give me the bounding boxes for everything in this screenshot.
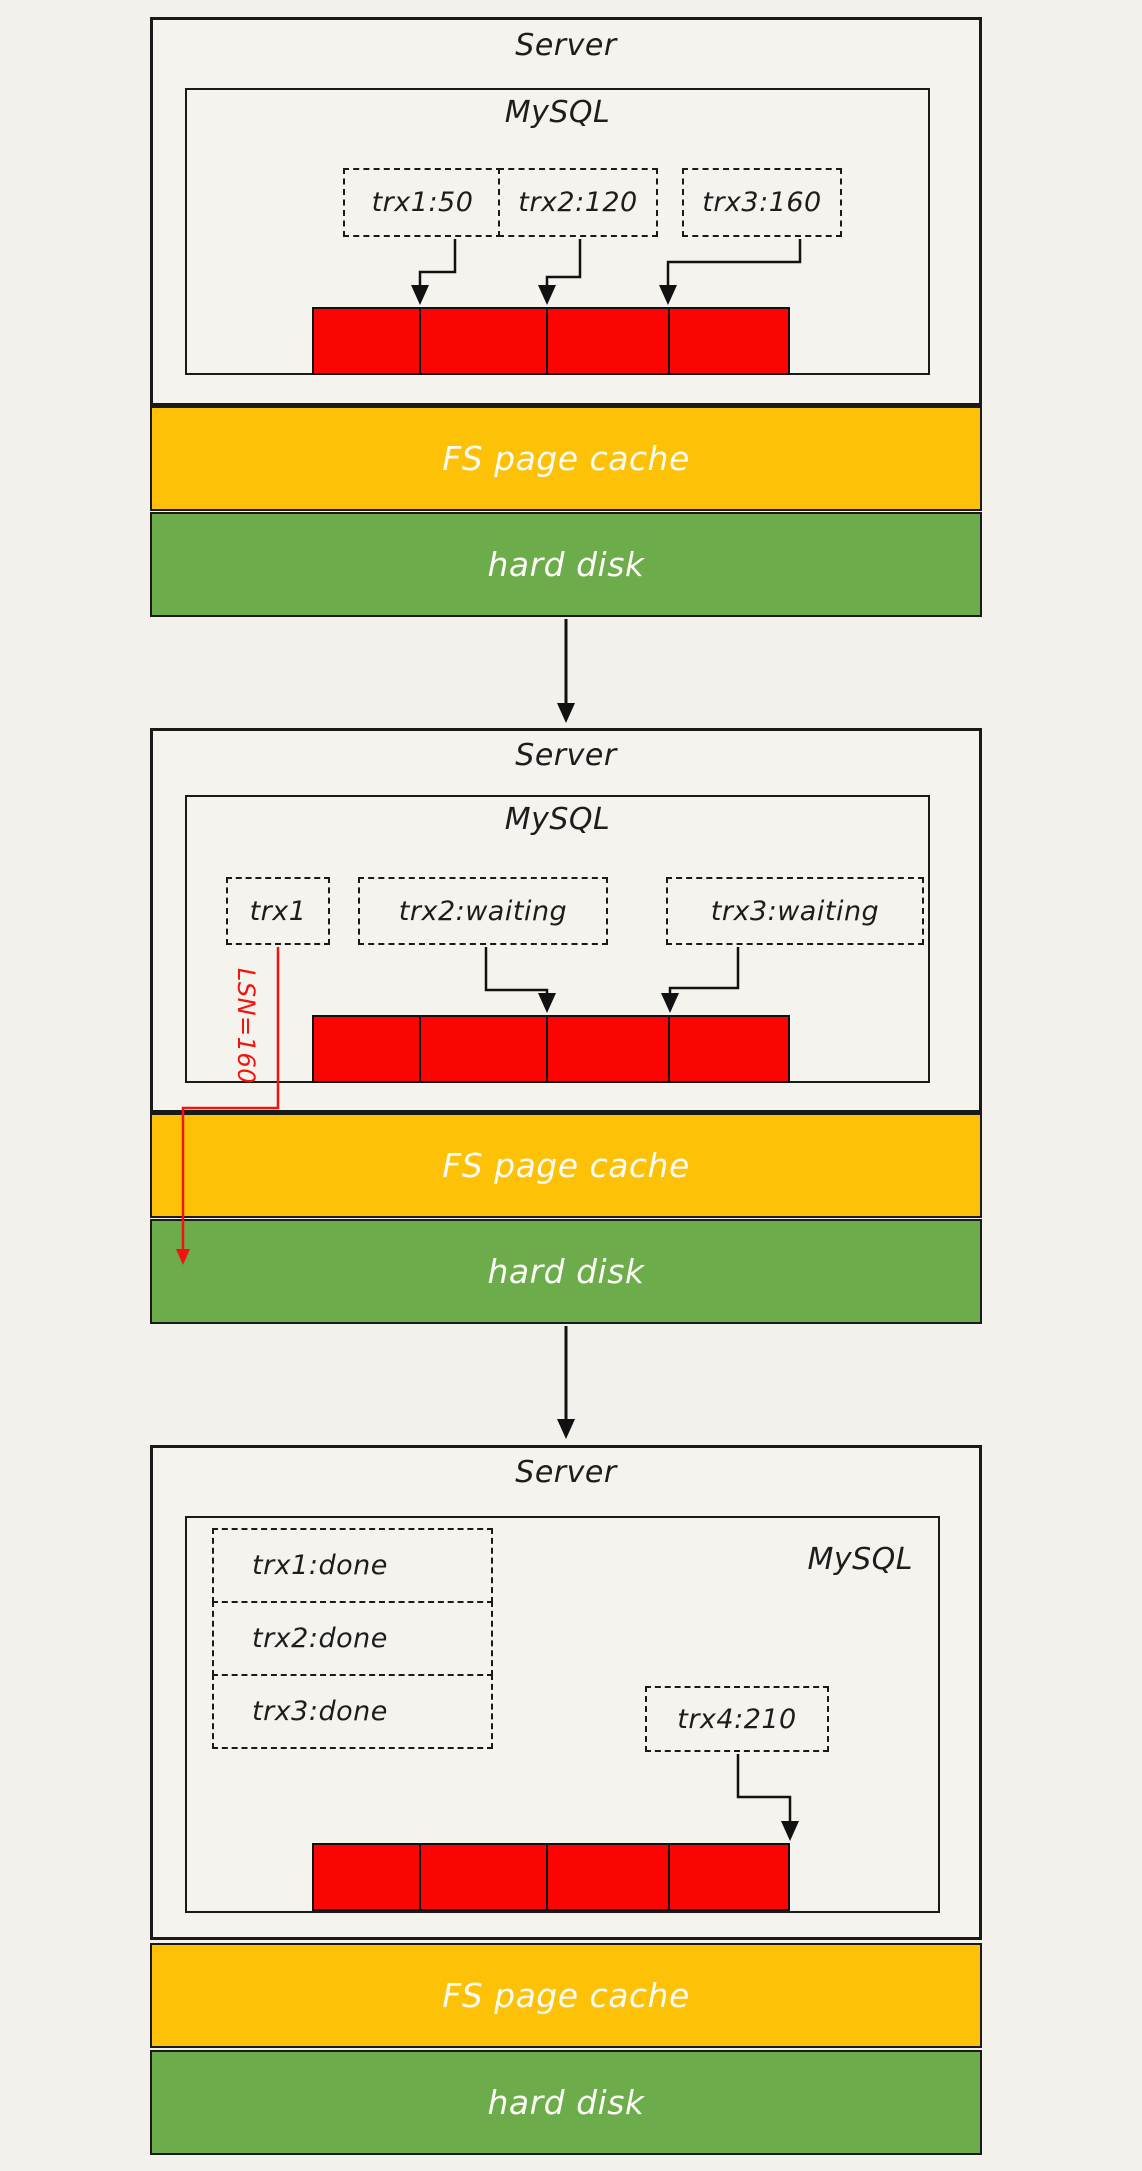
panel3-server-label: Server (515, 1455, 617, 1490)
panel2-trx2-label: trx2:waiting (398, 895, 568, 927)
panel2-mysql-label: MySQL (504, 802, 611, 837)
panel3-trx1-box: trx1:done (212, 1528, 493, 1603)
panel3-trx4-box: trx4:210 (645, 1686, 829, 1752)
panel3-trx4-label: trx4:210 (677, 1703, 797, 1735)
panel1-fs-page-cache-label: FS page cache (442, 439, 690, 478)
panel3-hard-disk-label: hard disk (487, 2083, 645, 2122)
panel3-log-buffer (312, 1843, 790, 1911)
panel1-mysql-label: MySQL (504, 95, 611, 130)
log-buffer-segment (421, 1017, 548, 1081)
panel1-trx2-label: trx2:120 (518, 187, 638, 218)
log-buffer-segment (548, 309, 670, 373)
panel3-trx2-box: trx2:done (212, 1601, 493, 1676)
panel3-mysql-label: MySQL (807, 1542, 913, 1577)
panel2-log-buffer (312, 1015, 790, 1083)
panel2-fs-page-cache-label: FS page cache (442, 1146, 690, 1185)
log-buffer-segment (670, 1017, 787, 1081)
panel2-hard-disk-band: hard disk (150, 1219, 982, 1324)
panel2-trx1-label: trx1 (249, 895, 307, 927)
log-buffer-segment (548, 1017, 670, 1081)
log-buffer-segment (314, 309, 421, 373)
panel3-trx1-label: trx1:done (252, 1550, 388, 1581)
panel2-trx3-label: trx3:waiting (710, 895, 880, 927)
panel2-server-label: Server (515, 738, 617, 773)
panel2-trx2-box: trx2:waiting (358, 877, 608, 945)
log-buffer-segment (670, 1845, 787, 1909)
panel2-trx3-box: trx3:waiting (666, 877, 924, 945)
panel1-trx1-box: trx1:50 (343, 168, 502, 237)
panel3-trx3-label: trx3:done (252, 1696, 388, 1727)
panel3-trx2-label: trx2:done (252, 1623, 388, 1654)
panel1-hard-disk-label: hard disk (487, 545, 645, 584)
panel1-hard-disk-band: hard disk (150, 512, 982, 617)
panel1-trx3-label: trx3:160 (702, 187, 822, 218)
log-buffer-segment (314, 1845, 421, 1909)
panel3-fs-page-cache-label: FS page cache (442, 1976, 690, 2015)
log-buffer-segment (421, 1845, 548, 1909)
panel2-trx1-box: trx1 (226, 877, 330, 945)
panel1-trx3-box: trx3:160 (682, 168, 842, 237)
panel1-trx1-label: trx1:50 (371, 187, 474, 218)
log-buffer-segment (670, 309, 787, 373)
panel1-trx2-box: trx2:120 (498, 168, 658, 237)
log-buffer-segment (314, 1017, 421, 1081)
panel3-hard-disk-band: hard disk (150, 2050, 982, 2155)
panel1-fs-page-cache-band: FS page cache (150, 406, 982, 511)
panel3-fs-page-cache-band: FS page cache (150, 1943, 982, 2048)
panel2-hard-disk-label: hard disk (487, 1252, 645, 1291)
panel2-fs-page-cache-band: FS page cache (150, 1113, 982, 1218)
panel3-trx3-box: trx3:done (212, 1674, 493, 1749)
log-buffer-segment (548, 1845, 670, 1909)
panel1-log-buffer (312, 307, 790, 375)
panel1-server-label: Server (515, 28, 617, 63)
lsn-annotation: LSN=160 (232, 968, 260, 1084)
log-buffer-segment (421, 309, 548, 373)
